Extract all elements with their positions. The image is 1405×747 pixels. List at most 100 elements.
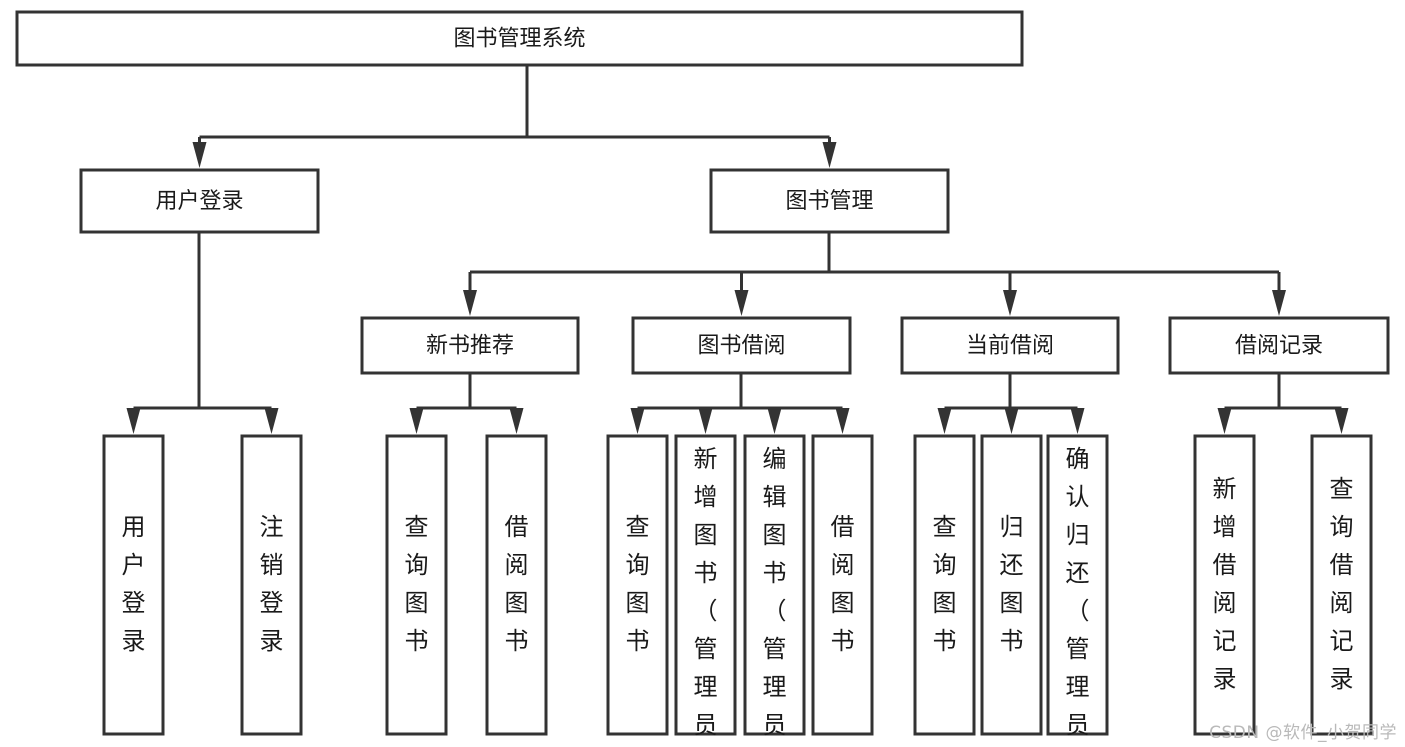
label-char: 查: [1330, 475, 1354, 503]
connector-group-root: [192, 65, 837, 168]
node-borrow-record[interactable]: 借阅记录: [1168, 316, 1390, 375]
arrow-head-icon: [192, 142, 207, 168]
node-box-leaf-add-borrow-record[interactable]: [1193, 434, 1256, 736]
label-char: 图: [626, 589, 650, 617]
edge-layer: [126, 65, 1349, 434]
label-char: 记: [1330, 627, 1354, 655]
node-box-leaf-borrow-book-rec[interactable]: [485, 434, 548, 736]
label-char: 书: [626, 627, 650, 655]
arrow-head-icon: [1004, 408, 1019, 434]
node-new-book-recommend[interactable]: 新书推荐: [360, 316, 580, 375]
label-char: 图: [763, 521, 787, 549]
label-char: 新: [694, 445, 718, 473]
label-char: 还: [1066, 559, 1090, 587]
label-char: 记: [1213, 627, 1237, 655]
label-char: 户: [122, 551, 146, 579]
node-box-new-book-recommend[interactable]: [360, 316, 580, 375]
node-book-borrow[interactable]: 图书借阅: [631, 316, 852, 375]
label-char: 查: [933, 513, 957, 541]
node-label-book-borrow: 图书借阅: [697, 334, 785, 359]
node-box-user-login[interactable]: [79, 168, 320, 234]
node-user-login[interactable]: 用户登录: [79, 168, 320, 234]
label-char: 录: [122, 627, 146, 655]
label-char: 增: [694, 483, 718, 511]
label-char: 图: [831, 589, 855, 617]
label-char: 确: [1066, 445, 1090, 473]
label-char: 理: [763, 673, 787, 701]
label-char: 管: [1066, 635, 1090, 663]
node-box-leaf-query-book-rec[interactable]: [385, 434, 448, 736]
arrow-head-icon: [937, 408, 952, 434]
label-char: 阅: [1213, 589, 1237, 617]
label-char: 认: [1066, 483, 1090, 511]
label-char: 增: [1213, 513, 1237, 541]
node-leaf-user-login[interactable]: 用户登录: [102, 434, 165, 736]
arrow-head-icon: [1217, 408, 1232, 434]
label-char: 借: [1213, 551, 1237, 579]
label-char: 还: [1000, 551, 1024, 579]
arrow-head-icon: [630, 408, 645, 434]
label-char: 归: [1000, 513, 1024, 541]
label-char: 辑: [763, 483, 787, 511]
node-box-current-borrow[interactable]: [900, 316, 1120, 375]
node-box-leaf-query-borrow-record[interactable]: [1310, 434, 1373, 736]
label-char: 注: [260, 513, 284, 541]
node-box-leaf-add-book-admin[interactable]: [674, 434, 737, 736]
node-box-leaf-user-login[interactable]: [102, 434, 165, 736]
arrow-head-icon: [1070, 408, 1085, 434]
node-box-leaf-borrow-book[interactable]: [811, 434, 874, 736]
arrow-head-icon: [126, 408, 141, 434]
connector-group-user-login: [126, 232, 279, 434]
node-box-leaf-query-book-current[interactable]: [913, 434, 976, 736]
label-char: （: [694, 597, 718, 625]
node-label-leaf-user-login: 用户登录: [122, 513, 146, 655]
label-char: 询: [626, 551, 650, 579]
label-char: 员: [763, 711, 787, 739]
arrow-head-icon: [822, 142, 837, 168]
label-char: 书: [763, 559, 787, 587]
label-char: 新: [1213, 475, 1237, 503]
node-box-book-borrow[interactable]: [631, 316, 852, 375]
label-char: 管: [763, 635, 787, 663]
node-box-leaf-confirm-return-admin[interactable]: [1046, 434, 1109, 736]
label-char: 书: [1000, 627, 1024, 655]
node-box-leaf-user-logout[interactable]: [240, 434, 303, 736]
label-char: 借: [505, 513, 529, 541]
label-char: 书: [831, 627, 855, 655]
node-box-book-manage[interactable]: [709, 168, 950, 234]
node-book-manage[interactable]: 图书管理: [709, 168, 950, 234]
arrow-head-icon: [1003, 290, 1017, 316]
node-box-root[interactable]: [15, 10, 1024, 67]
label-char: 用: [122, 513, 146, 541]
label-char: 理: [694, 673, 718, 701]
node-box-borrow-record[interactable]: [1168, 316, 1390, 375]
node-root[interactable]: 图书管理系统: [15, 10, 1024, 67]
node-label-current-borrow: 当前借阅: [966, 334, 1054, 359]
node-box-leaf-edit-book-admin[interactable]: [743, 434, 806, 736]
label-char: 图: [505, 589, 529, 617]
label-char: 管: [694, 635, 718, 663]
label-char: 归: [1066, 521, 1090, 549]
node-current-borrow[interactable]: 当前借阅: [900, 316, 1120, 375]
node-box-leaf-query-book-borrow[interactable]: [606, 434, 669, 736]
label-char: 阅: [505, 551, 529, 579]
node-box-leaf-return-book[interactable]: [980, 434, 1043, 736]
label-char: 登: [260, 589, 284, 617]
